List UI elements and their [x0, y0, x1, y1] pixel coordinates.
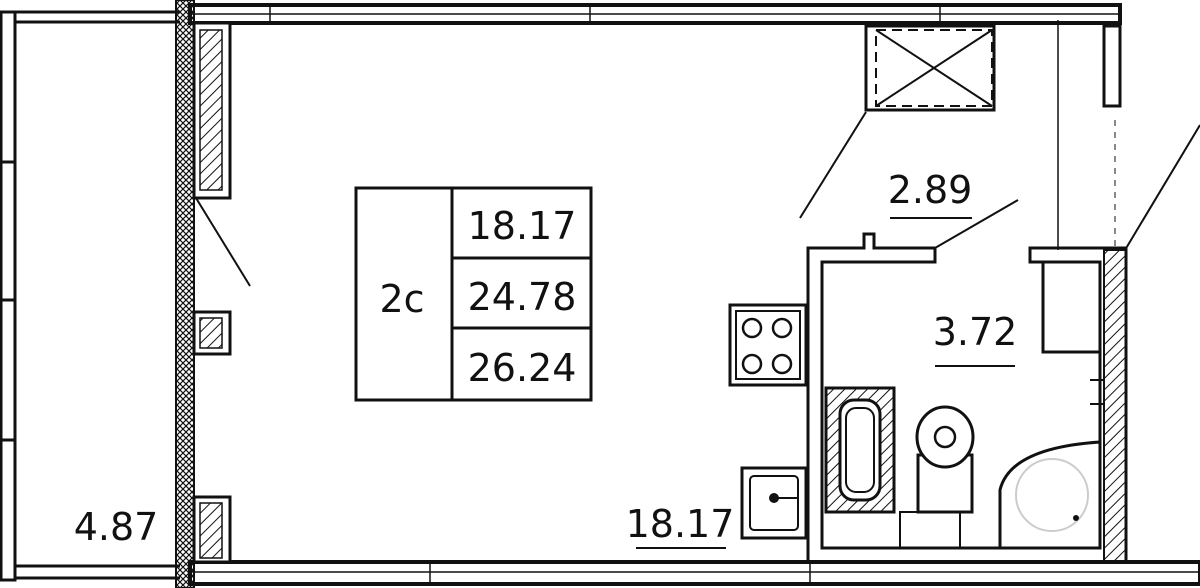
- kitchen-sink-icon: [740, 466, 808, 540]
- bathroom-walls: [806, 232, 1128, 563]
- main-room-area-label: 18.17: [626, 502, 735, 546]
- top-wall: [188, 3, 1122, 25]
- left-wall: [175, 0, 251, 588]
- area-table: [354, 186, 593, 402]
- balcony: [0, 10, 180, 582]
- stove-icon: [728, 303, 808, 387]
- bottom-wall: [188, 560, 1200, 586]
- hallway-area-label: 2.89: [888, 168, 973, 212]
- washing-machine-icon: [824, 386, 896, 514]
- balcony-area-label: 4.87: [74, 505, 159, 549]
- living-area-value: 18.17: [468, 204, 577, 248]
- total-area-value: 24.78: [468, 275, 577, 319]
- shower-icon: [998, 379, 1104, 550]
- apartment-type-label: 2с: [379, 277, 424, 321]
- hallway: [799, 20, 1200, 251]
- toilet-icon: [899, 405, 975, 549]
- total-with-balcony-value: 26.24: [468, 346, 577, 390]
- bathroom-area-label: 3.72: [933, 310, 1018, 354]
